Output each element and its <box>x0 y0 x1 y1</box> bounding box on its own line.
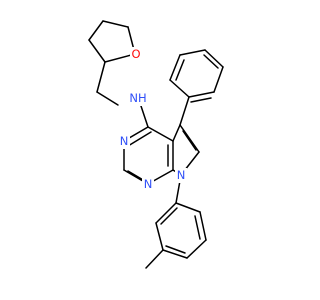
bond <box>172 124 181 142</box>
atom-label-nh: NH <box>129 91 146 105</box>
bond <box>160 207 178 225</box>
atom-nitrogen-n1: N <box>142 177 154 192</box>
bond <box>188 91 215 98</box>
atom-label-n7: N <box>177 168 186 182</box>
atom-oxygen: O <box>130 47 142 62</box>
bond <box>182 130 197 151</box>
bond <box>175 59 185 81</box>
bond <box>165 245 186 254</box>
bond <box>179 49 206 56</box>
molecule-structure: O NH N N N <box>88 20 224 269</box>
atom-label-n3: N <box>120 134 129 148</box>
bond <box>175 202 201 213</box>
bond <box>169 79 190 98</box>
atom-nitrogen-n7: N <box>175 168 187 183</box>
bond <box>169 54 181 81</box>
atom-amine-nh: NH <box>126 91 148 106</box>
bond <box>139 102 149 128</box>
bond-lines <box>88 20 224 269</box>
bond <box>96 61 106 93</box>
bond <box>145 249 164 269</box>
bond <box>96 91 119 106</box>
bond <box>199 211 207 241</box>
bond <box>88 39 106 63</box>
bond <box>186 239 207 259</box>
bond <box>102 20 129 28</box>
bond <box>127 131 152 147</box>
bond <box>194 215 201 240</box>
bond <box>179 124 200 153</box>
bond <box>203 54 219 69</box>
atom-label-o: O <box>131 47 140 61</box>
atom-label-n1: N <box>144 177 153 191</box>
atom-nitrogen-n3: N <box>118 134 130 149</box>
bond <box>155 222 164 251</box>
bond <box>88 20 104 41</box>
bond <box>179 96 190 126</box>
bond <box>213 66 224 93</box>
bond <box>147 126 174 142</box>
bond <box>190 97 212 103</box>
atom-labels: O NH N N N <box>118 47 187 192</box>
bond <box>155 202 177 224</box>
bond <box>204 49 224 68</box>
bond <box>162 249 188 259</box>
